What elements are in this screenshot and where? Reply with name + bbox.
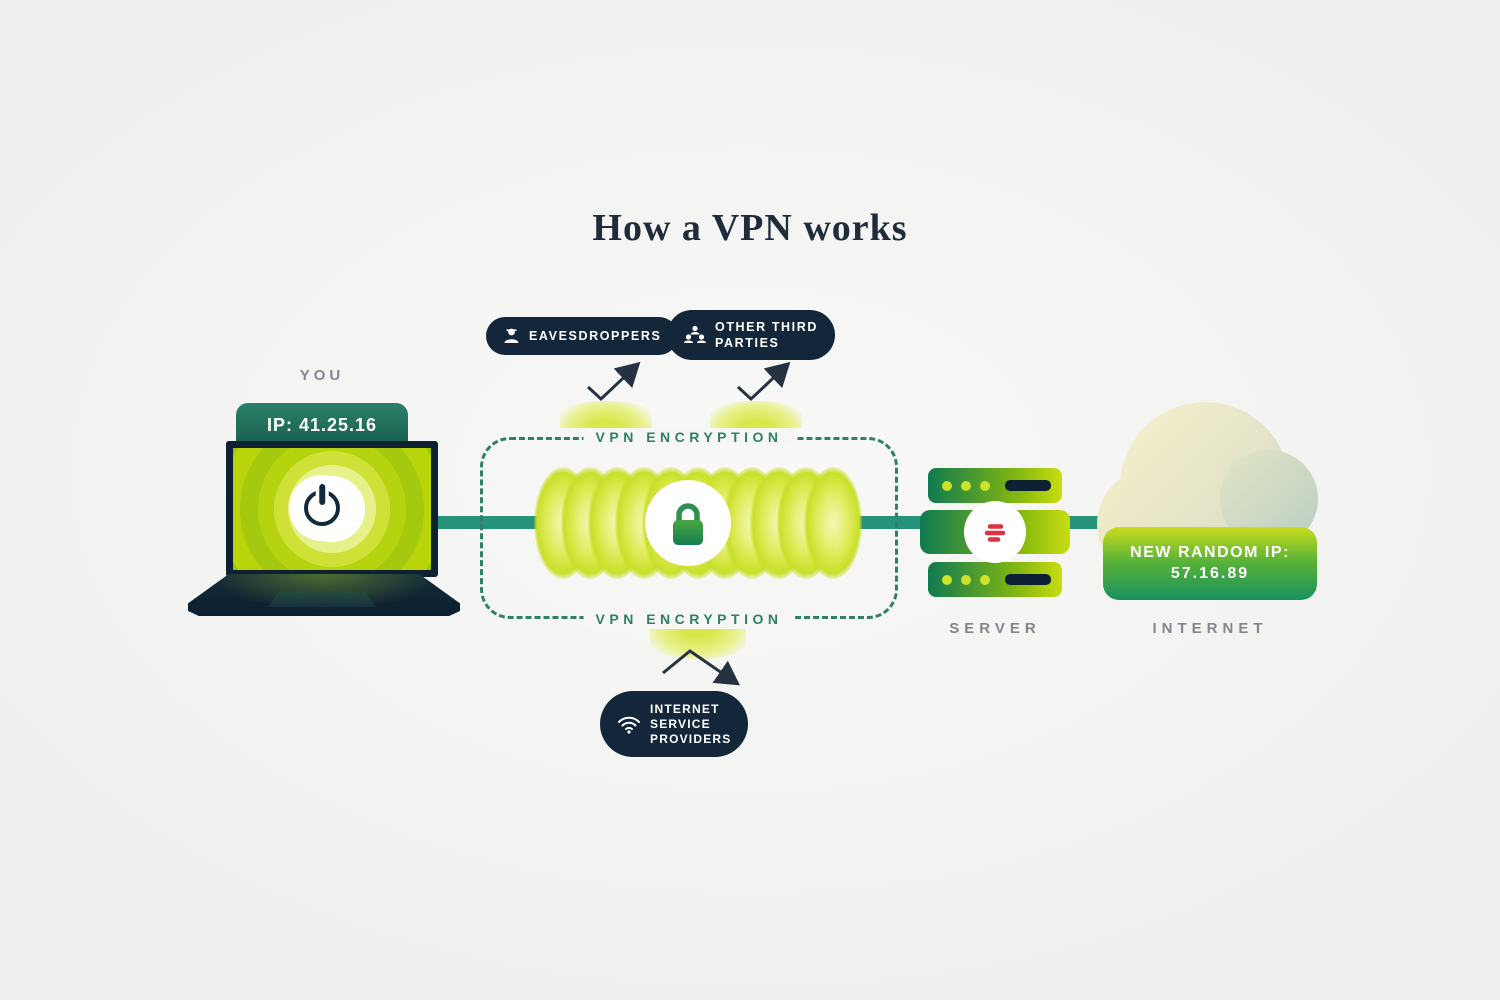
spy-icon — [504, 328, 519, 343]
isp-badge: INTERNET SERVICE PROVIDERS — [600, 691, 749, 757]
server-led — [961, 480, 971, 491]
new-ip-value: 57.16.89 — [1170, 565, 1250, 582]
lock-badge — [645, 480, 731, 566]
server-rack-bottom — [928, 562, 1062, 597]
server-led — [961, 574, 971, 585]
server-slot — [1005, 574, 1051, 585]
power-button[interactable] — [289, 475, 355, 541]
your-ip-badge: IP: 41.25.16 — [236, 403, 408, 447]
new-ip-badge: NEW RANDOM IP: 57.16.89 — [1103, 527, 1317, 600]
server-rack-top — [928, 468, 1062, 503]
you-label: YOU — [299, 367, 345, 384]
expressvpn-logo-icon — [984, 524, 1006, 542]
badge-label: OTHER THIRD — [715, 320, 819, 334]
vpn-encryption-label-top: VPN ENCRYPTION — [583, 429, 795, 445]
server-slot — [1005, 480, 1051, 491]
deflection-glow — [560, 401, 652, 428]
server-led — [942, 480, 952, 491]
internet-caption: INTERNET — [1152, 620, 1268, 637]
page-title: How a VPN works — [592, 207, 908, 249]
badge-label: SERVICE — [650, 716, 711, 731]
badge-label: INTERNET — [650, 701, 720, 716]
badge-label: PROVIDERS — [650, 731, 732, 746]
other-third-parties-badge: OTHER THIRD PARTIES — [667, 310, 836, 360]
eavesdroppers-badge: EAVESDROPPERS — [486, 317, 679, 355]
deflection-glow — [710, 401, 802, 428]
new-ip-heading: NEW RANDOM IP: — [1130, 544, 1290, 561]
wifi-icon — [618, 716, 640, 734]
badge-label: EAVESDROPPERS — [529, 329, 662, 343]
lock-icon — [673, 503, 703, 545]
badge-label: PARTIES — [715, 336, 780, 350]
laptop-trackpad — [268, 592, 376, 607]
server-led — [980, 574, 990, 585]
deflection-glow — [650, 629, 746, 659]
deflect-arrow-eavesdroppers — [586, 361, 641, 402]
vpn-encryption-label-bottom: VPN ENCRYPTION — [583, 611, 795, 627]
vpn-tunnel-box: VPN ENCRYPTION VPN ENCRYPTION — [480, 429, 898, 627]
your-ip-value: IP: 41.25.16 — [266, 414, 378, 435]
server-caption: SERVER — [949, 620, 1041, 637]
server-led — [980, 480, 990, 491]
vpn-provider-logo-badge — [964, 501, 1026, 563]
people-icon — [684, 325, 706, 343]
encryption-coil — [804, 467, 862, 579]
deflect-arrow-third-parties — [736, 361, 791, 402]
server-led — [942, 574, 952, 585]
